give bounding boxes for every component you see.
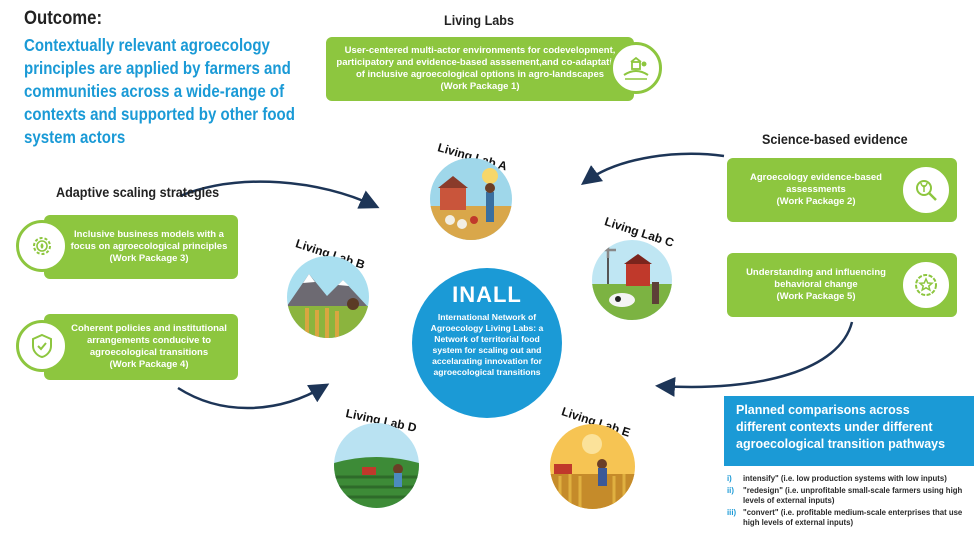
wp3-line: (Work Package 3) <box>109 253 189 264</box>
pathway-text: "redesign" (i.e. unprofitable small-scal… <box>743 486 963 505</box>
wp4-line: arrangements conducive to <box>86 335 212 346</box>
living-lab-a-illustration <box>430 158 512 240</box>
inall-title: INALL <box>452 282 522 307</box>
pathway-text: "convert" (i.e. profitable medium-scale … <box>743 508 963 527</box>
pathway-num: ii) <box>727 486 734 495</box>
pathways-list: i) intensify" (i.e. low production syste… <box>727 474 972 530</box>
inall-description: International Network of Agroecology Liv… <box>430 312 544 377</box>
wp2-line: assessments <box>786 184 846 195</box>
pathway-num: iii) <box>727 508 737 517</box>
star-badge-icon <box>900 259 952 311</box>
arrow-behavior-to-labs <box>655 321 854 397</box>
wp4-line: Coherent policies and institutional <box>71 323 227 334</box>
gear-leaf-icon <box>16 220 68 272</box>
wp5-line: (Work Package 5) <box>776 291 856 302</box>
pathway-item: iii) "convert" (i.e. profitable medium-s… <box>727 508 972 528</box>
wp3-line: focus on agroecological principles <box>70 241 228 252</box>
pathway-item: ii) "redesign" (i.e. unprofitable small-… <box>727 486 972 506</box>
plant-magnifier-icon <box>900 164 952 216</box>
living-labs-box: User-centered multi-actor environments f… <box>326 37 634 101</box>
wp4-line: (Work Package 4) <box>109 359 189 370</box>
living-lab-d-illustration <box>334 423 419 508</box>
outcome-text: Contextually relevant agroecology princi… <box>24 35 295 147</box>
living-labs-line: User-centered multi-actor environments f… <box>344 45 616 56</box>
pathway-text: intensify" (i.e. low production systems … <box>743 474 947 483</box>
wp5-line: Understanding and influencing <box>746 267 886 278</box>
comparisons-heading: Planned comparisons across different con… <box>724 396 974 466</box>
wp3-box: Inclusive business models with a focus o… <box>44 215 238 279</box>
living-labs-line: (Work Package 1) <box>440 81 520 92</box>
pathway-num: i) <box>727 474 732 483</box>
living-labs-title: Living Labs <box>444 12 515 28</box>
wp4-box: Coherent policies and institutional arra… <box>44 314 238 380</box>
arrow-adaptive-to-labs <box>179 180 380 209</box>
arrow-policy-to-labs <box>177 383 330 410</box>
wp5-line: behavioral change <box>774 279 858 290</box>
living-lab-e-illustration <box>550 424 635 509</box>
farm-landscape-icon <box>610 42 662 94</box>
shield-check-icon <box>16 320 68 372</box>
pathway-item: i) intensify" (i.e. low production syste… <box>727 474 972 484</box>
wp2-line: (Work Package 2) <box>776 196 856 207</box>
living-labs-line: of inclusive agroecological options in a… <box>355 69 605 80</box>
adaptive-title: Adaptive scaling strategies <box>56 184 220 200</box>
wp2-line: Agroecology evidence-based <box>750 172 882 183</box>
science-title: Science-based evidence <box>762 131 908 147</box>
living-labs-line: participatory and evidence-based assseme… <box>336 57 624 68</box>
living-lab-b-illustration <box>287 256 369 338</box>
wp4-line: agroecological transitions <box>89 347 209 358</box>
outcome-label: Outcome: <box>24 8 103 29</box>
living-lab-c-illustration <box>592 240 672 320</box>
arrow-science-to-labs <box>580 152 725 185</box>
inall-circle: INALL International Network of Agroecolo… <box>412 268 562 418</box>
wp3-line: Inclusive business models with a <box>74 229 224 240</box>
